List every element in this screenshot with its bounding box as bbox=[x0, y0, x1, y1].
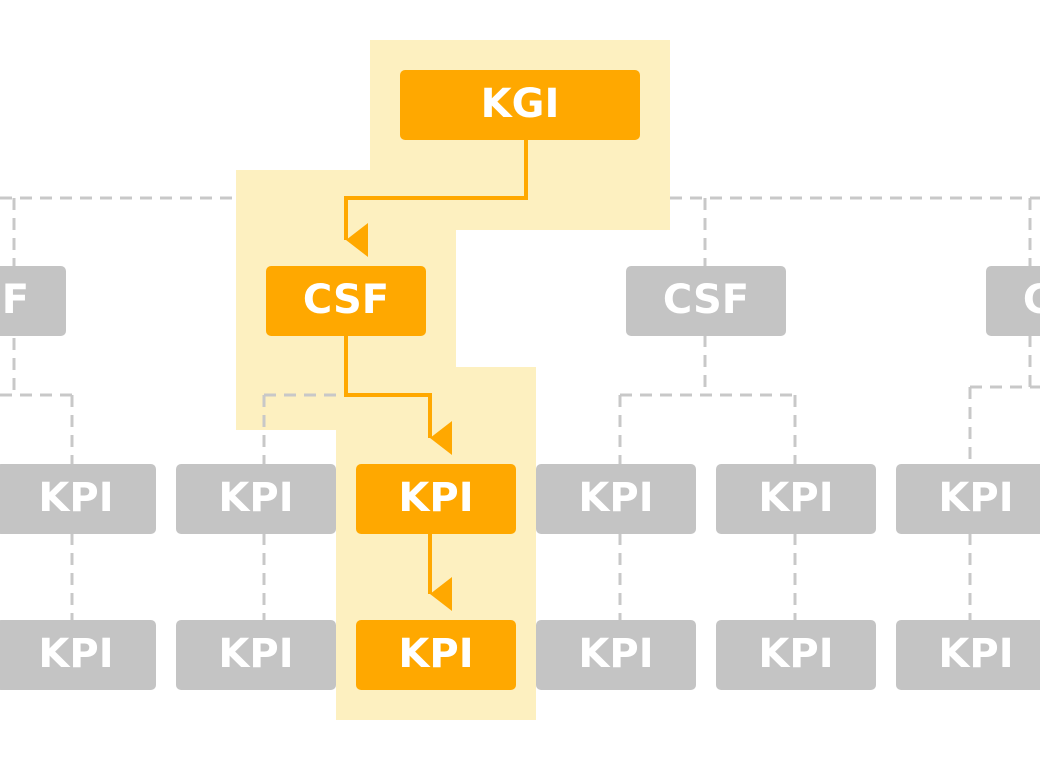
kpi-node: KPI bbox=[896, 464, 1040, 534]
kpi-node: KPI bbox=[536, 464, 696, 534]
kpi-label: KPI bbox=[218, 475, 293, 521]
kpi-node: KPI bbox=[896, 620, 1040, 690]
kpi-node-active: KPI bbox=[356, 464, 516, 534]
kpi-label: KPI bbox=[38, 631, 113, 677]
kpi-node: KPI bbox=[0, 620, 156, 690]
csf-label: CSF bbox=[1023, 277, 1040, 323]
kpi-label: KPI bbox=[398, 631, 473, 677]
kpi-label: KPI bbox=[38, 475, 113, 521]
kpi-node: KPI bbox=[0, 464, 156, 534]
kpi-node: KPI bbox=[716, 464, 876, 534]
inactive-connectors bbox=[0, 196, 1040, 621]
kpi-label: KPI bbox=[578, 631, 653, 677]
csf-label: CSF bbox=[303, 277, 389, 323]
kpi-node: KPI bbox=[536, 620, 696, 690]
csf-node-active: CSF bbox=[266, 266, 426, 336]
active-edge-csf-to-kpi bbox=[344, 336, 452, 455]
active-connectors bbox=[344, 140, 528, 611]
csf-node: CSF bbox=[0, 266, 66, 336]
csf-label: CSF bbox=[663, 277, 749, 323]
csf-node: CSF bbox=[986, 266, 1040, 336]
kpi-label: KPI bbox=[398, 475, 473, 521]
highlight-path-background bbox=[236, 40, 670, 720]
kpi-label: KPI bbox=[938, 631, 1013, 677]
kpi-label: KPI bbox=[758, 475, 833, 521]
kpi-label: KPI bbox=[218, 631, 293, 677]
kpi-label: KPI bbox=[758, 631, 833, 677]
kpi-node: KPI bbox=[176, 620, 336, 690]
kgi-label: KGI bbox=[481, 81, 560, 127]
kgi-node: KGI bbox=[400, 70, 640, 140]
active-edge-kgi-to-csf bbox=[344, 140, 528, 257]
kpi-label: KPI bbox=[578, 475, 653, 521]
kpi-node-active: KPI bbox=[356, 620, 516, 690]
kpi-node: KPI bbox=[716, 620, 876, 690]
csf-label: CSF bbox=[0, 277, 29, 323]
kpi-label: KPI bbox=[938, 475, 1013, 521]
kpi-node: KPI bbox=[176, 464, 336, 534]
csf-node: CSF bbox=[626, 266, 786, 336]
